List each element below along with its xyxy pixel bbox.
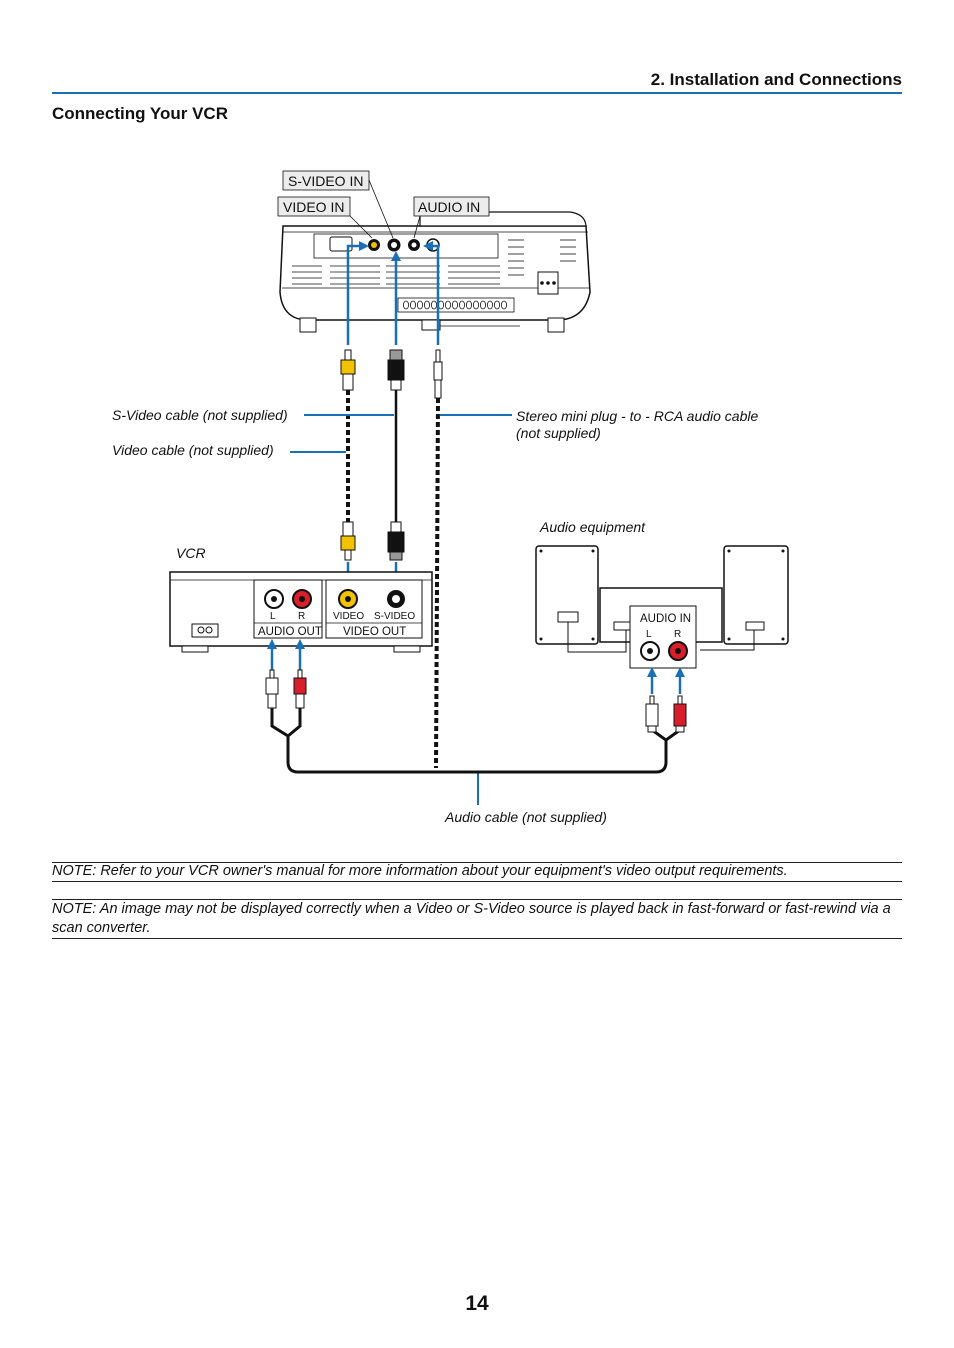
video-cable-plug-bottom [340, 521, 356, 561]
audio-equipment-device [535, 545, 789, 669]
stereo-mini-cable-label-line2: (not supplied) [516, 425, 601, 441]
note-2: NOTE: An image may not be displayed corr… [52, 901, 891, 936]
video-in-callout: VIDEO IN [277, 196, 373, 239]
vcr-device [169, 571, 433, 653]
vcr-s-video-label: S-VIDEO [374, 611, 415, 622]
audio-equipment-l-label: L [646, 629, 652, 640]
video-cable-plug-top [340, 349, 356, 391]
vcr-audio-r-label: R [298, 611, 305, 622]
note-1: NOTE: Refer to your VCR owner's manual f… [52, 863, 788, 879]
title-rule [52, 92, 902, 94]
page-number: 14 [465, 1292, 489, 1315]
s-video-in-label: S-VIDEO IN [288, 173, 363, 189]
vcr-audio-l-label: L [270, 611, 276, 622]
note-1-bottom-rule [52, 881, 902, 882]
s-video-cable-plug-top [387, 349, 405, 391]
audio-equipment-r-label: R [674, 629, 681, 640]
vcr-video-out-label: VIDEO OUT [343, 626, 406, 638]
section-title: Connecting Your VCR [52, 104, 228, 123]
note-1-top-rule [52, 862, 902, 863]
audio-equipment-label: Audio equipment [539, 519, 646, 535]
audio-mini-plug [433, 349, 443, 399]
cable-leaders [290, 414, 512, 805]
video-cable-label: Video cable (not supplied) [112, 442, 274, 458]
projector [279, 211, 591, 333]
audio-mini-cable [434, 397, 440, 769]
note-2-top-rule [52, 899, 902, 900]
audio-equipment-audio-in-label: AUDIO IN [640, 613, 691, 625]
audio-cable-label: Audio cable (not supplied) [444, 809, 607, 825]
vcr-video-label: VIDEO [333, 611, 364, 622]
note-2-bottom-rule [52, 938, 902, 939]
audio-equipment-arrows [647, 667, 685, 694]
projector-input-arrows [346, 241, 440, 345]
audio-equipment-plugs [645, 695, 687, 733]
vcr-audio-plugs [265, 669, 307, 709]
audio-in-callout: AUDIO IN [413, 196, 490, 239]
stereo-mini-cable-label-line1: Stereo mini plug - to - RCA audio cable [516, 408, 758, 424]
s-video-cable-label: S-Video cable (not supplied) [112, 407, 288, 423]
vcr-audio-out-arrows [267, 639, 305, 670]
audio-in-label: AUDIO IN [418, 199, 480, 215]
vcr-label: VCR [176, 545, 206, 561]
vcr-audio-out-label: AUDIO OUT [258, 626, 322, 638]
audio-cable [270, 708, 668, 774]
s-video-cable-plug-bottom [387, 521, 405, 561]
chapter-title: 2. Installation and Connections [650, 70, 902, 89]
video-in-label: VIDEO IN [283, 199, 344, 215]
s-video-in-callout: S-VIDEO IN [282, 170, 394, 239]
